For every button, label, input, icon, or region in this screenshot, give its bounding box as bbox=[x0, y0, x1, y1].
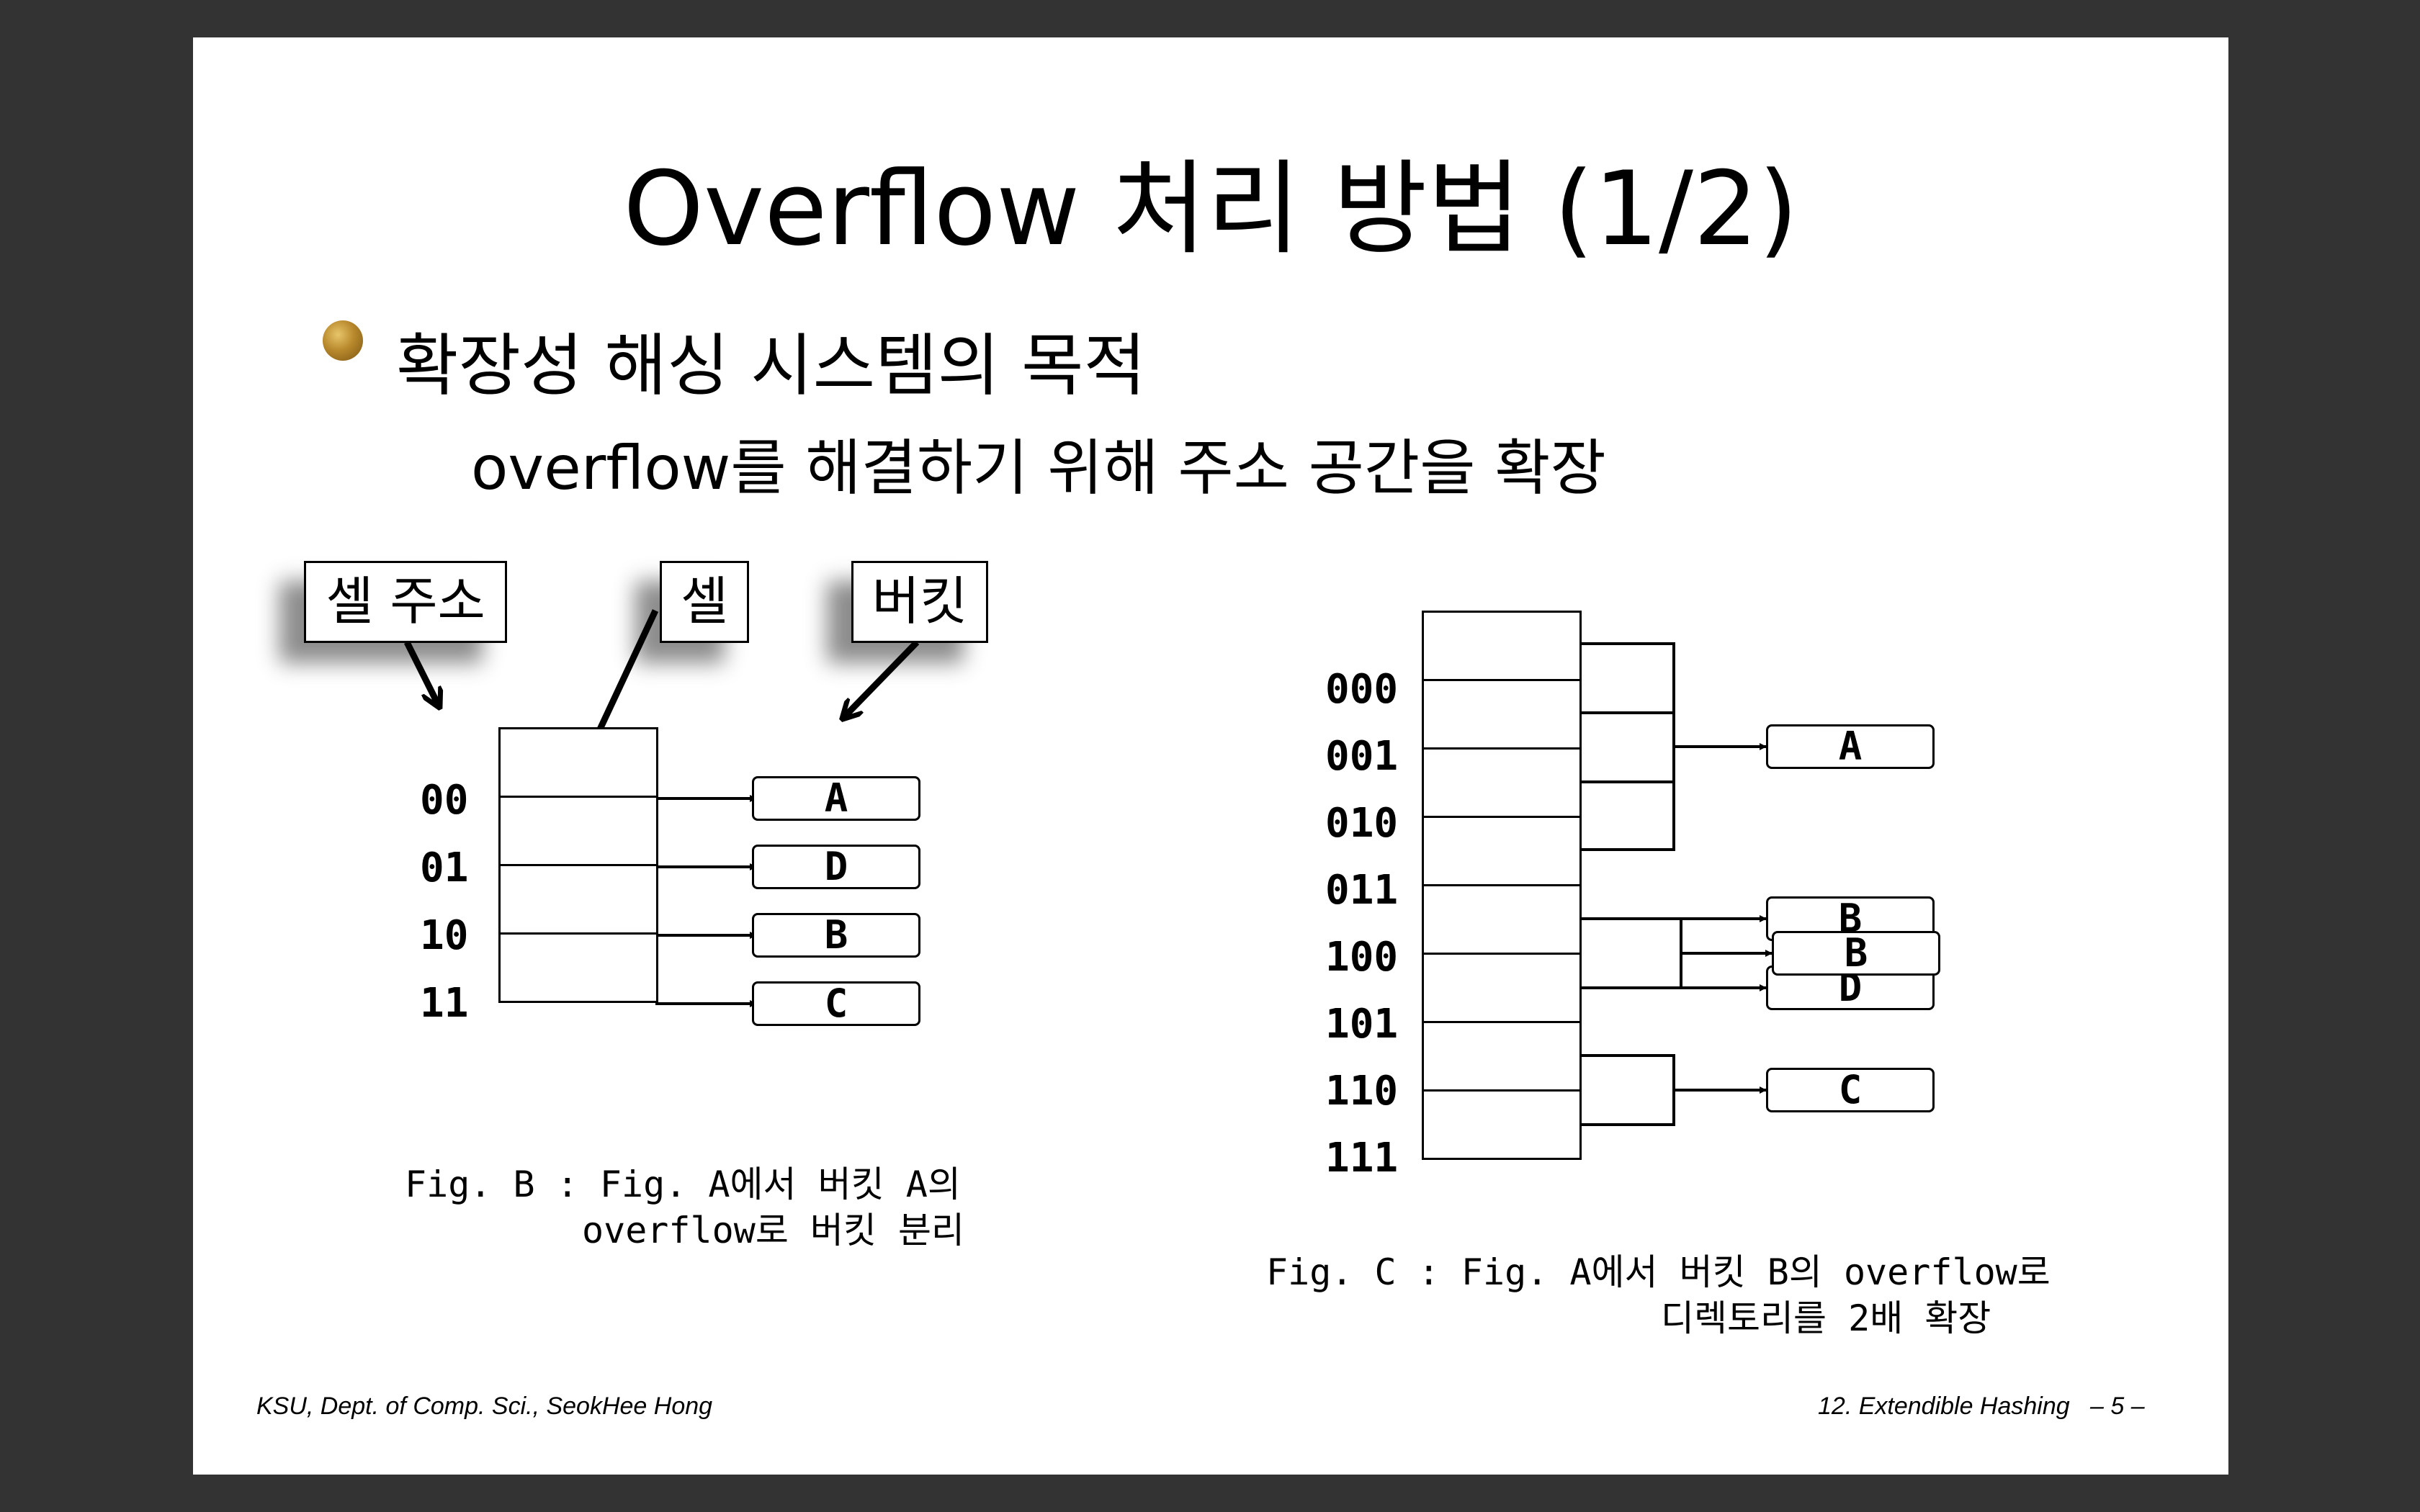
fig-b-index: 10 bbox=[420, 912, 469, 959]
fig-c-index: 011 bbox=[1325, 867, 1399, 914]
fig-c-directory-cell bbox=[1422, 1089, 1582, 1160]
fig-c-caption-line1: Fig. C : Fig. A에서 버킷 B의 overflow로 bbox=[1266, 1251, 2051, 1293]
fig-b-bucket: B bbox=[752, 913, 920, 958]
sub-bullet-text: overflow를 해결하기 위해 주소 공간을 확장 bbox=[471, 433, 1606, 503]
fig-b-directory-cell bbox=[498, 864, 658, 935]
bullet-icon bbox=[323, 320, 363, 361]
fig-c-directory-cell bbox=[1422, 611, 1582, 681]
fig-c-index: 000 bbox=[1325, 666, 1399, 713]
fig-c-index: 111 bbox=[1325, 1135, 1399, 1182]
slide-title: Overflow 처리 방법 (1/2) bbox=[623, 150, 1798, 269]
fig-c-directory-cell bbox=[1422, 816, 1582, 886]
fig-b-directory-cell bbox=[498, 932, 658, 1003]
fig-c-bucket: B bbox=[1772, 931, 1940, 976]
fig-b-index: 01 bbox=[420, 845, 469, 891]
cell-label: 셀 bbox=[660, 561, 749, 643]
fig-c-caption-line2: 디렉토리를 2배 확장 bbox=[1661, 1297, 1991, 1339]
fig-c-index: 010 bbox=[1325, 800, 1399, 847]
fig-b-caption-line2: overflow로 버킷 분리 bbox=[582, 1210, 965, 1251]
footer-left: KSU, Dept. of Comp. Sci., SeokHee Hong bbox=[256, 1392, 713, 1420]
fig-c-index: 110 bbox=[1325, 1068, 1399, 1115]
fig-c-directory-cell bbox=[1422, 1021, 1582, 1092]
fig-b-bucket: D bbox=[752, 845, 920, 889]
cell-address-label: 셀 주소 bbox=[304, 561, 507, 643]
fig-c-bucket: C bbox=[1766, 1068, 1935, 1112]
fig-b-caption-line1: Fig. B : Fig. A에서 버킷 A의 bbox=[405, 1164, 961, 1205]
fig-c-index: 101 bbox=[1325, 1001, 1399, 1048]
fig-b-directory-cell bbox=[498, 727, 658, 798]
footer-right: 12. Extendible Hashing – 5 – bbox=[1818, 1392, 2145, 1420]
fig-b-index: 00 bbox=[420, 777, 469, 824]
fig-c-directory-cell bbox=[1422, 953, 1582, 1023]
fig-c-directory-cell bbox=[1422, 747, 1582, 818]
fig-b-bucket: C bbox=[752, 981, 920, 1026]
slide: Overflow 처리 방법 (1/2) 확장성 해싱 시스템의 목적 over… bbox=[193, 37, 2228, 1475]
fig-c-directory-cell bbox=[1422, 679, 1582, 750]
fig-c-index: 001 bbox=[1325, 733, 1399, 780]
fig-b-index: 11 bbox=[420, 980, 469, 1027]
bucket-label: 버킷 bbox=[851, 561, 988, 643]
fig-b-bucket: A bbox=[752, 776, 920, 821]
bullet-text: 확장성 해싱 시스템의 목적 bbox=[396, 327, 1146, 405]
fig-c-index: 100 bbox=[1325, 934, 1399, 981]
fig-c-directory-cell bbox=[1422, 884, 1582, 955]
fig-c-bucket: A bbox=[1766, 724, 1935, 769]
fig-b-directory-cell bbox=[498, 796, 658, 866]
